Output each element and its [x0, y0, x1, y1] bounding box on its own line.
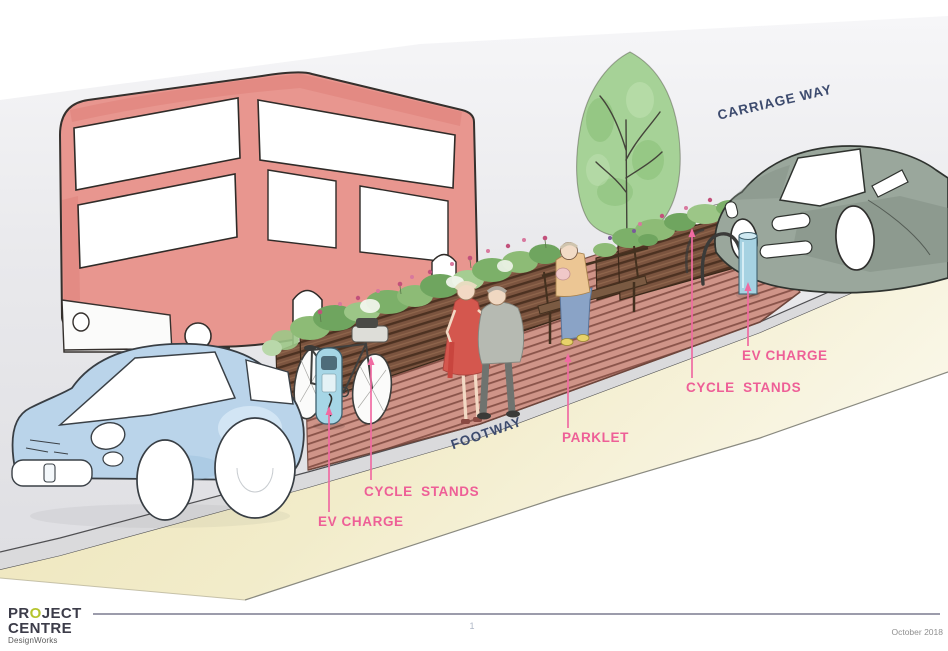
label-ev-charge-right: EV CHARGE	[742, 348, 828, 363]
ev-charge-unit	[313, 347, 345, 430]
logo-line-centre: CENTRE	[8, 620, 73, 637]
sports-car	[714, 145, 948, 294]
blue-car	[11, 342, 305, 528]
illustration-canvas	[0, 16, 948, 601]
label-parklet: PARKLET	[562, 430, 629, 445]
footer-rule	[93, 613, 940, 615]
page-number: 1	[469, 621, 475, 631]
label-ev-charge-left: EV CHARGE	[318, 514, 404, 529]
logo-line-designworks: DesignWorks	[8, 636, 58, 645]
logo-line-project: PROJECT	[8, 606, 82, 621]
person-man-grey	[477, 286, 525, 420]
logo-ject: JECT	[41, 605, 82, 622]
company-logo: PROJECT CENTRE DesignWorks	[8, 606, 82, 645]
leader-lines	[325, 228, 752, 512]
person-woman-red	[442, 281, 495, 424]
logo-green-o: O	[29, 605, 42, 622]
label-cycle-stands-right: CYCLE STANDS	[686, 380, 802, 395]
footer-date: October 2018	[891, 627, 943, 637]
logo-pr: PR	[8, 605, 30, 622]
person-seated	[555, 242, 593, 346]
label-cycle-stands-left: CYCLE STANDS	[364, 484, 480, 499]
